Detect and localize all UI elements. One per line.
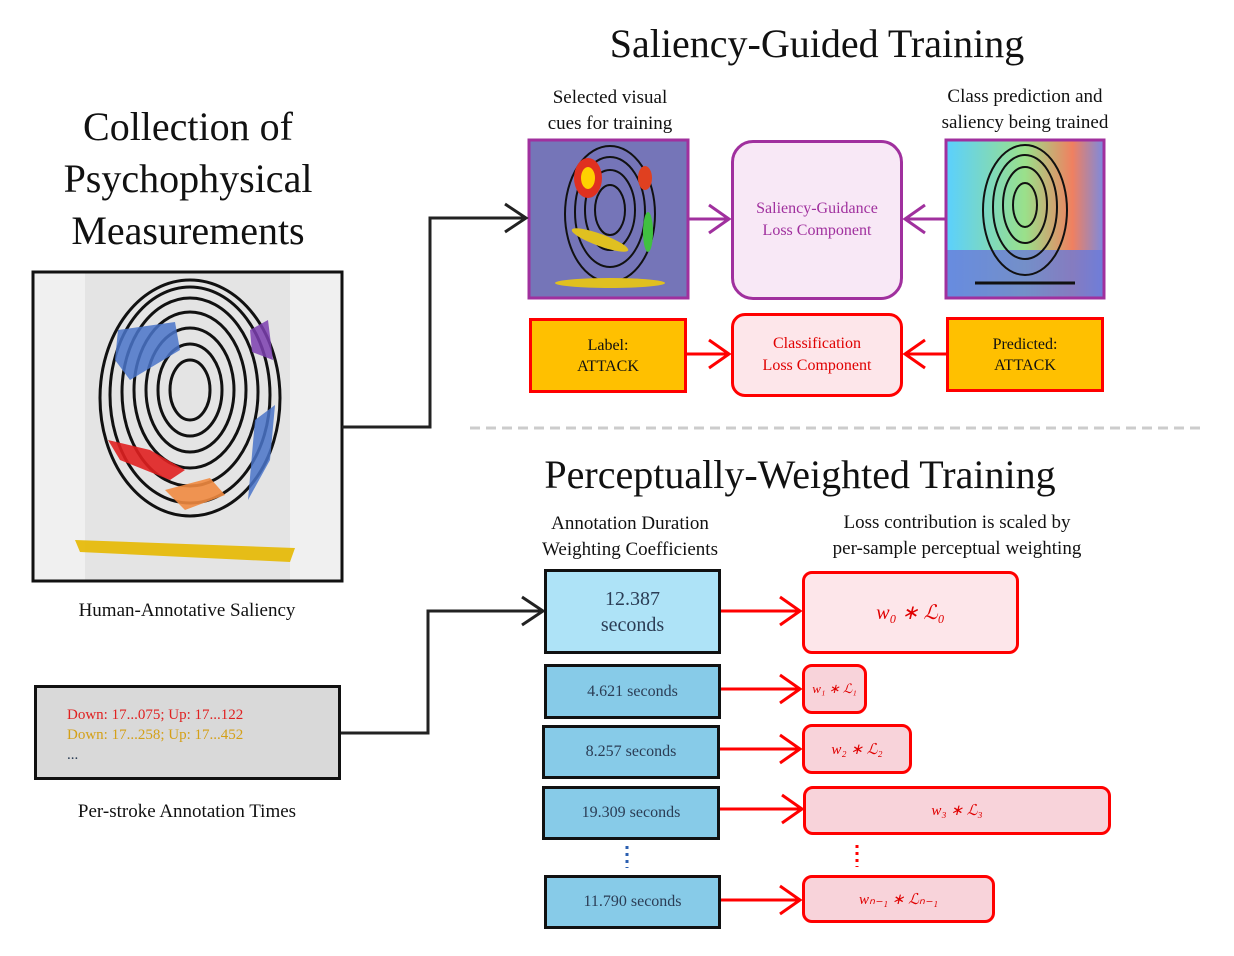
box-line: Saliency-Guidance [756, 200, 878, 217]
perceptual-title: Perceptually-Weighted Training [544, 452, 1056, 497]
stroke-time: Down: 17...258; Up: 17...452 [67, 727, 244, 743]
label-box: Label: ATTACK [529, 318, 687, 393]
loss-box-3: w₃ ∗ ℒ₃ [803, 786, 1111, 835]
classification-loss-box: Classification Loss Component [731, 313, 903, 397]
saliency-guidance-loss-box: Saliency-Guidance Loss Component [731, 140, 903, 300]
duration-box-2: 8.257 seconds [542, 725, 720, 779]
box-line: Classification [773, 335, 861, 352]
caption-line: Annotation Duration [551, 513, 709, 534]
duration-value: 12.387 [605, 587, 660, 610]
duration-box-0: 12.387 seconds [544, 569, 721, 654]
duration-box-3: 19.309 seconds [542, 786, 720, 840]
loss-box-n: wₙ₋₁ ∗ ℒₙ₋₁ [802, 875, 995, 923]
saliency-cues-image [529, 140, 688, 298]
caption-line: Weighting Coefficients [542, 539, 718, 560]
box-line: Loss Component [762, 222, 872, 239]
loss-box-1: w₁ ∗ ℒ₁ [802, 664, 867, 714]
duration-caption: Annotation Duration Weighting Coefficien… [542, 511, 718, 563]
cues-caption: Selected visual cues for training [548, 85, 673, 137]
saliency-caption: Human-Annotative Saliency [78, 600, 296, 621]
annotation-times-box: Down: 17...075; Up: 17...122 Down: 17...… [34, 685, 341, 780]
box-line: Loss Component [762, 357, 872, 374]
box-line: Predicted: [992, 335, 1058, 353]
caption-line: Class prediction and [947, 86, 1103, 107]
title-line: Collection of [83, 104, 293, 149]
caption-line: saliency being trained [941, 112, 1109, 133]
loss-box-2: w₂ ∗ ℒ₂ [802, 724, 912, 774]
times-caption: Per-stroke Annotation Times [77, 801, 297, 822]
fingerprint-image [33, 272, 342, 581]
title-line: Measurements [71, 208, 305, 253]
box-line: Label: [587, 336, 629, 354]
caption-line: per-sample perceptual weighting [832, 538, 1082, 559]
predicted-saliency-image [946, 140, 1104, 298]
predicted-box: Predicted: ATTACK [946, 317, 1104, 392]
duration-box-1: 4.621 seconds [544, 664, 721, 719]
loss-caption: Loss contribution is scaled by per-sampl… [833, 510, 1082, 562]
box-line: ATTACK [994, 356, 1056, 374]
title-line: Psychophysical [63, 156, 313, 201]
caption-line: Loss contribution is scaled by [843, 512, 1071, 533]
duration-unit: seconds [600, 613, 665, 636]
caption-line: Selected visual [552, 87, 668, 108]
collection-title: Collection of Psychophysical Measurement… [64, 101, 313, 257]
caption-line: cues for training [547, 113, 673, 134]
loss-box-0: w₀ ∗ ℒ₀ [802, 571, 1019, 654]
prediction-caption: Class prediction and saliency being trai… [942, 84, 1109, 136]
saliency-guided-title: Saliency-Guided Training [609, 21, 1025, 66]
stroke-time-ellipsis: ... [67, 747, 79, 763]
box-line: ATTACK [577, 357, 639, 375]
stroke-time: Down: 17...075; Up: 17...122 [67, 707, 244, 723]
duration-box-n: 11.790 seconds [544, 875, 721, 929]
